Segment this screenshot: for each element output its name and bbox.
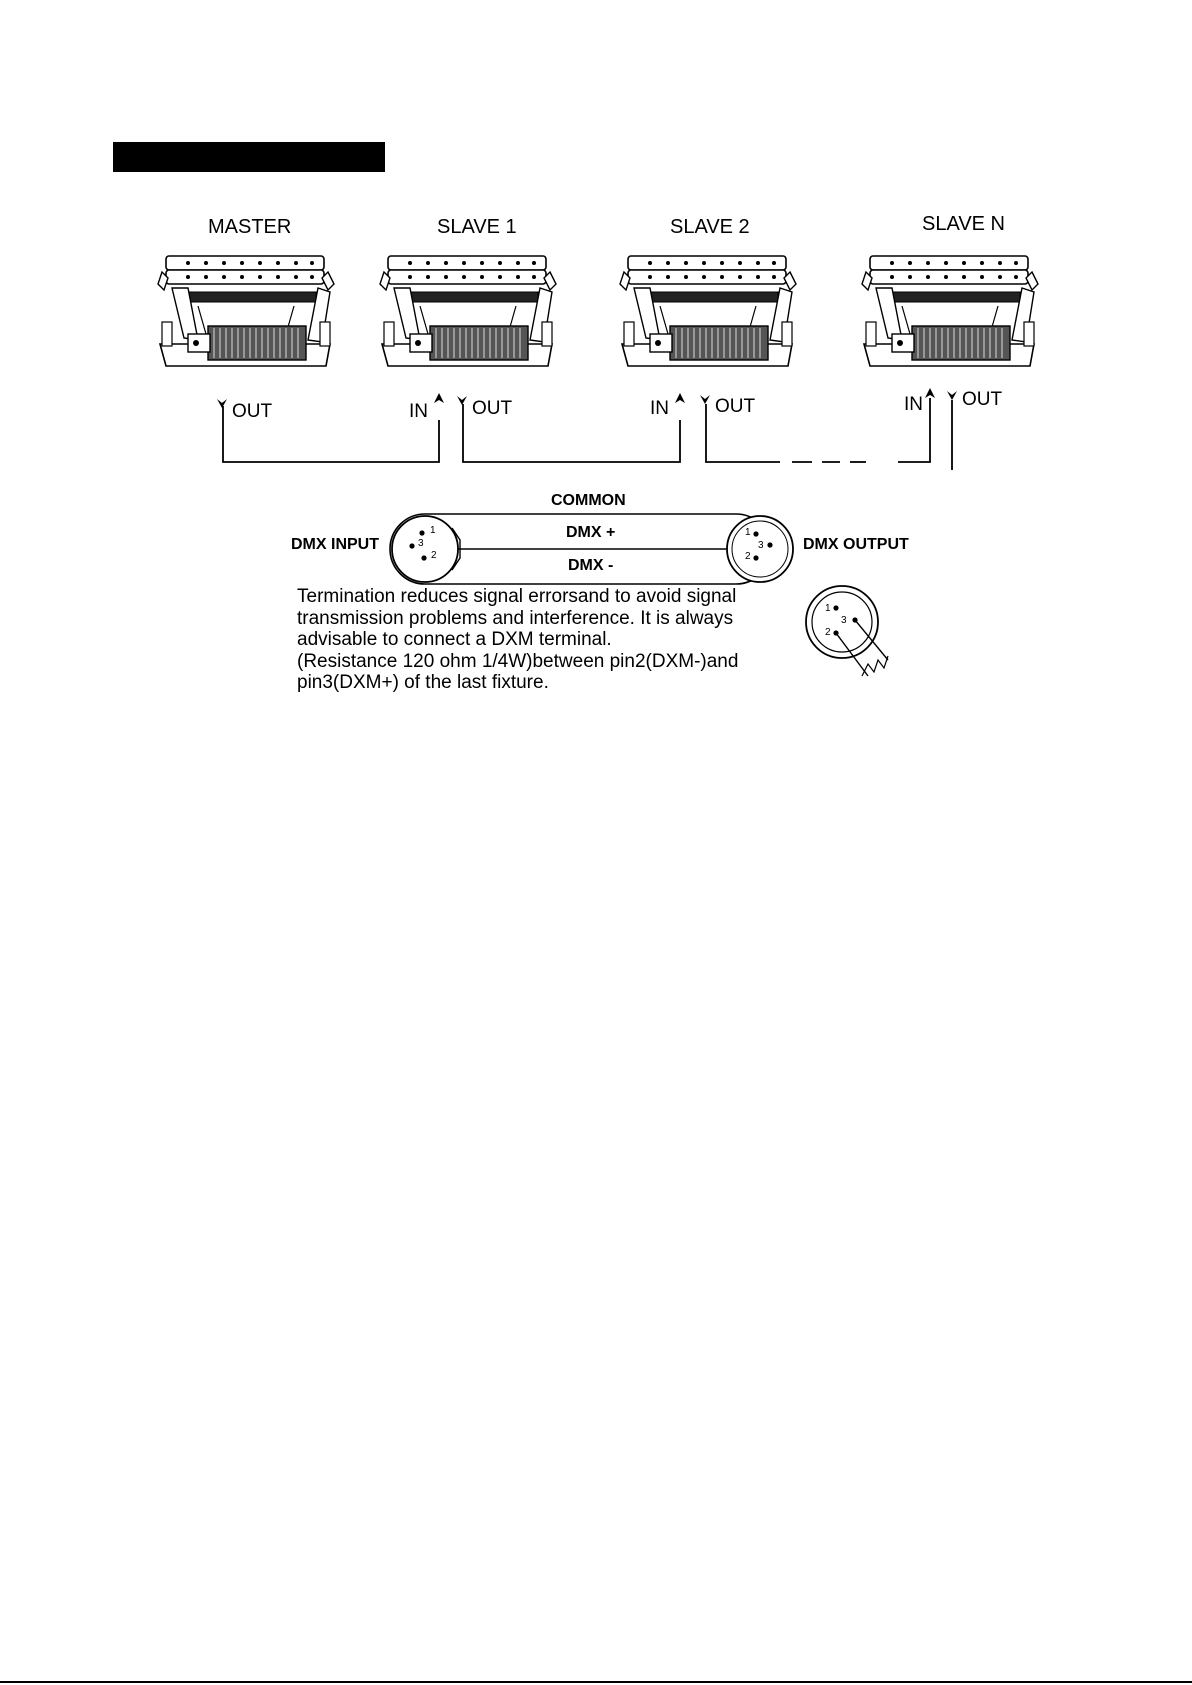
note-line: pin3(DXM+) of the last fixture.: [297, 672, 549, 693]
cable-label-common: COMMON: [551, 492, 626, 509]
in-arrow-icon: [675, 393, 685, 403]
out-arrow-icon: [700, 395, 710, 404]
output-pin-2: 2: [745, 551, 751, 562]
in-arrow-icon: [434, 393, 444, 403]
xlr-output-connector-icon: [726, 515, 794, 583]
dmx-output-label: DMX OUTPUT: [803, 536, 909, 553]
out-arrow-icon: [457, 396, 467, 405]
fixture-slave-n: [861, 255, 1039, 367]
dmx-input-label: DMX INPUT: [291, 536, 379, 553]
note-line: advisable to connect a DXM terminal.: [297, 629, 612, 650]
xlr-cable: [389, 513, 794, 585]
note-line: (Resistance 120 ohm 1/4W)between pin2(DX…: [297, 650, 739, 672]
terminator-pin-2: 2: [825, 627, 831, 638]
in-arrow-icon: [925, 388, 935, 398]
terminator-pin-1: 1: [825, 603, 831, 614]
note-line: Termination reduces signal errorsand to …: [297, 586, 737, 607]
output-pin-3: 3: [758, 540, 764, 551]
terminator-pin-3: 3: [841, 615, 847, 626]
fixture-label-slave-1: SLAVE 1: [437, 216, 517, 238]
cable-label-dmx-minus: DMX -: [568, 557, 614, 574]
out-arrow-icon: [947, 391, 957, 400]
fixture-master: [157, 255, 335, 367]
fixture-label-slave-2: SLAVE 2: [670, 216, 750, 238]
fixture-label-master: MASTER: [208, 216, 292, 238]
xlr-input-connector-icon: [391, 515, 459, 583]
input-pin-1: 1: [430, 525, 436, 536]
input-pin-3: 3: [418, 538, 424, 549]
page-bottom-rule: [0, 1681, 1192, 1683]
port-label-slave-1-in: IN: [409, 401, 428, 422]
fixture-label-slave-n: SLAVE N: [922, 213, 1005, 235]
section-heading-bar: [113, 142, 385, 172]
dmx-chain-wires: [222, 398, 953, 470]
fixture-slave-1: [379, 255, 557, 367]
port-label-slave-n-in: IN: [904, 394, 923, 415]
port-label-slave-n-out: OUT: [962, 389, 1003, 410]
port-label-master-out: OUT: [232, 401, 273, 422]
input-pin-2: 2: [431, 550, 437, 561]
termination-note: Termination reduces signal errorsand to …: [297, 586, 817, 694]
note-line: transmission problems and interference. …: [297, 607, 734, 629]
port-label-slave-2-in: IN: [650, 398, 669, 419]
port-label-slave-1-out: OUT: [472, 398, 513, 419]
cable-label-dmx-plus: DMX +: [566, 524, 616, 541]
port-label-slave-2-out: OUT: [715, 396, 756, 417]
out-arrow-icon: [217, 399, 227, 408]
terminator-plug-icon: [805, 585, 889, 677]
fixture-slave-2: [619, 255, 797, 367]
output-pin-1: 1: [745, 527, 751, 538]
